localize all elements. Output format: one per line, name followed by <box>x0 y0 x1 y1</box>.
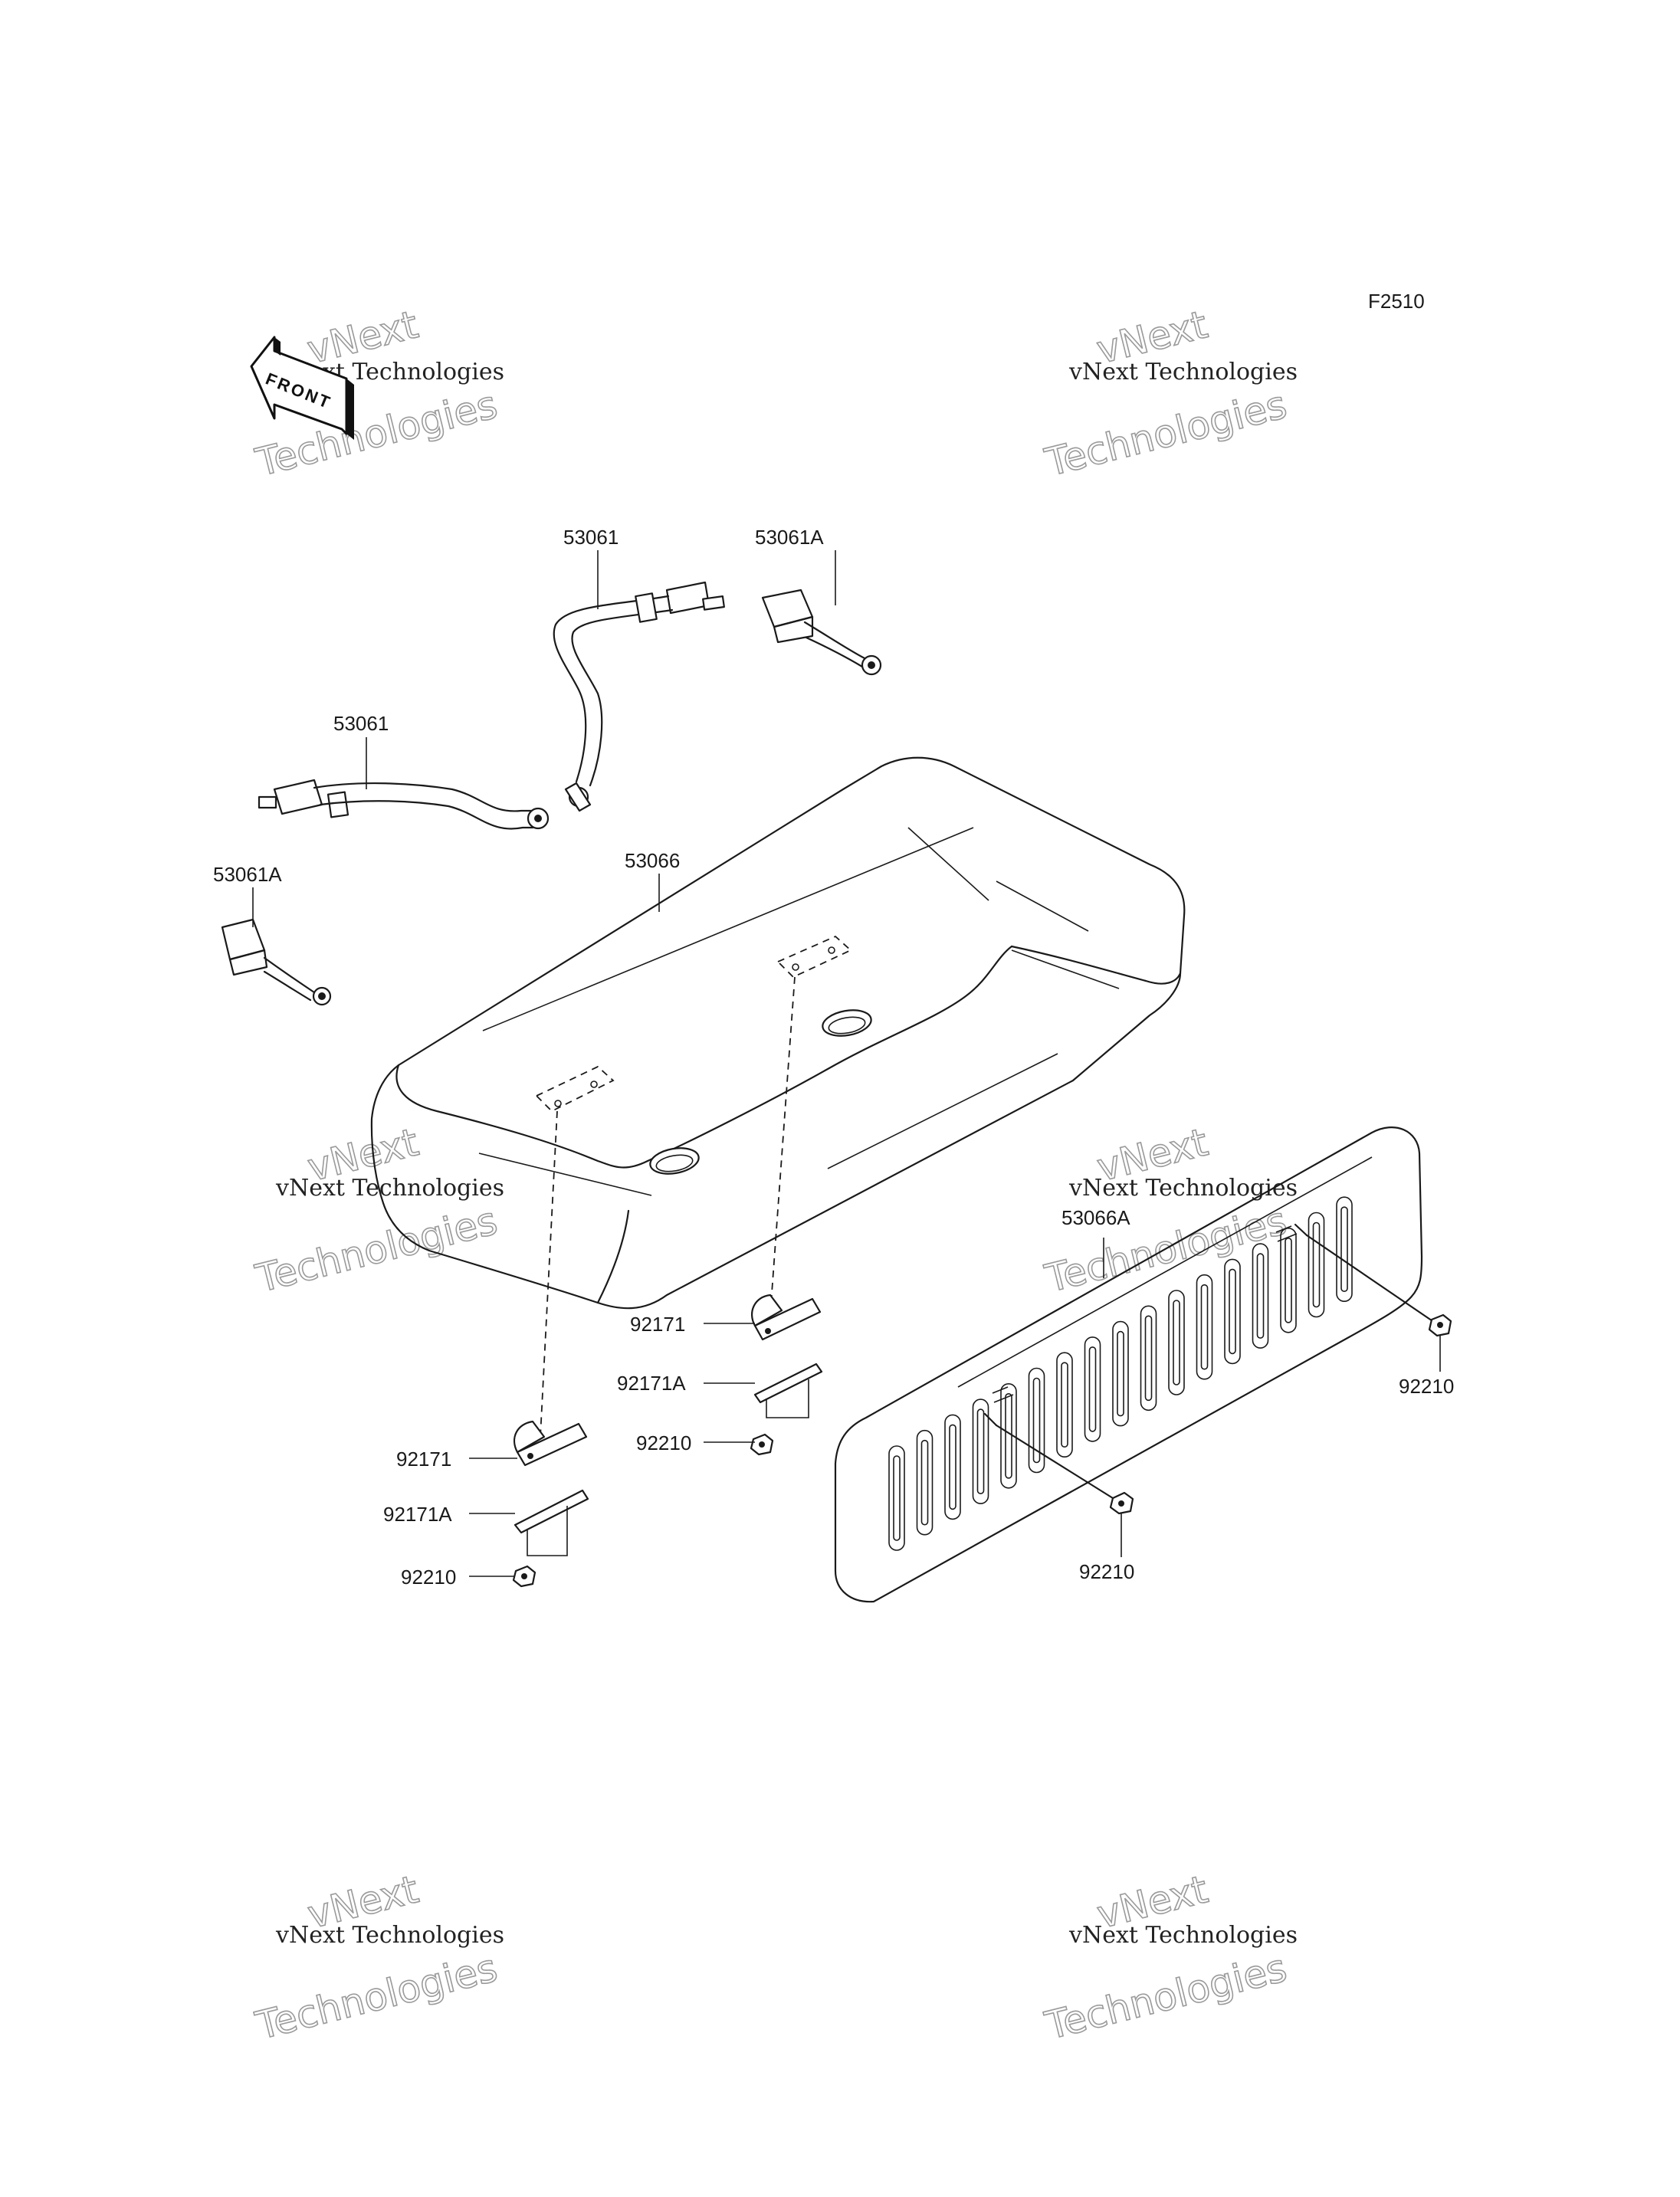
vent-slot <box>1252 1243 1269 1349</box>
vent-slot-inner <box>920 1439 929 1526</box>
vent-slot-inner <box>1340 1206 1348 1292</box>
leader-dashed <box>769 976 796 1315</box>
vent-slot <box>916 1429 934 1536</box>
front-arrow-icon: FRONT <box>250 336 354 440</box>
vent-slot-inner <box>949 1424 956 1510</box>
watermark-line: vNext Technologies <box>1068 1175 1298 1202</box>
nut-92210-left <box>512 1565 536 1588</box>
buckle-upper <box>761 589 882 676</box>
vent-slot-inner <box>1032 1377 1041 1464</box>
watermark-line: vNext Technologies <box>1068 1922 1298 1949</box>
vent-slot <box>1224 1258 1241 1365</box>
vent-slot-inner <box>976 1408 985 1494</box>
label-bracket-center: 92171 <box>630 1313 685 1336</box>
vent-slot-inner <box>1117 1330 1124 1417</box>
vent-slot <box>972 1399 989 1504</box>
label-nut-back-center: 92210 <box>1079 1560 1134 1583</box>
vent-slot <box>1168 1290 1185 1395</box>
label-seat-cushion: 53066 <box>625 849 680 872</box>
leader-lines <box>252 550 1441 1577</box>
nut-92210-center <box>750 1433 774 1456</box>
label-nut-left: 92210 <box>401 1566 456 1589</box>
label-seat-back: 53066A <box>1061 1206 1130 1229</box>
nut-92210-back-center <box>1109 1491 1134 1515</box>
vent-slot-inner <box>1312 1221 1321 1308</box>
vent-slot-inner <box>1061 1362 1068 1448</box>
vent-slot <box>1308 1212 1325 1318</box>
watermark-tech: Technologies <box>1041 382 1291 485</box>
watermark-line: vNext Technologies <box>275 1175 504 1202</box>
vent-slot-inner <box>1256 1253 1265 1339</box>
seat-cushion <box>370 756 1186 1310</box>
leader-dashed <box>540 1110 558 1438</box>
seat-belt-upper <box>553 581 725 812</box>
seat-back <box>834 1126 1441 1603</box>
seat-belt-left <box>258 779 550 830</box>
vent-slot <box>1056 1352 1073 1458</box>
label-nut-center: 92210 <box>636 1431 691 1454</box>
bracket-92171A-center <box>753 1362 823 1418</box>
bracket-92171-left <box>513 1420 588 1467</box>
watermark-line: vNext Technologies <box>275 1922 504 1949</box>
vent-slot-inner <box>1285 1238 1292 1323</box>
label-belt-upper: 53061 <box>563 526 619 549</box>
vent-slot <box>944 1414 961 1520</box>
watermark-mid-left: vNext vNext Technologies Technologies <box>251 1120 504 1302</box>
figure-code: F2510 <box>1368 290 1425 313</box>
watermark-top-right: vNext vNext Technologies Technologies <box>1040 302 1298 486</box>
vent-slot <box>1028 1367 1045 1474</box>
nut-92210-back-right <box>1428 1313 1452 1337</box>
vent-slot <box>1336 1196 1353 1302</box>
vent-slot <box>1196 1274 1213 1380</box>
bracket-92171A-left <box>514 1489 589 1556</box>
vent-slot-inner <box>1200 1284 1209 1370</box>
bracket-92171-center <box>750 1294 822 1341</box>
label-nut-back-right: 92210 <box>1399 1375 1454 1398</box>
watermark-tech: Technologies <box>251 1199 502 1301</box>
label-belt-left: 53061 <box>333 712 389 735</box>
label-buckle-upper: 53061A <box>755 526 824 549</box>
vent-slot-inner <box>1088 1346 1097 1432</box>
label-bracket-left: 92171 <box>396 1448 451 1471</box>
watermark-line: vNext Technologies <box>1068 359 1298 385</box>
watermark-tech: Technologies <box>251 1946 502 2048</box>
vent-slot <box>1280 1228 1297 1333</box>
watermark-bottom-left: vNext vNext Technologies Technologies <box>251 1867 504 2049</box>
vent-slot-inner <box>1173 1300 1180 1385</box>
vent-slot-inner <box>1005 1393 1012 1479</box>
vent-slot <box>1140 1305 1157 1412</box>
label-bracket-left-a: 92171A <box>383 1503 452 1526</box>
vent-slot-inner <box>1144 1315 1153 1402</box>
buckle-left <box>221 918 332 1006</box>
label-bracket-center-a: 92171A <box>617 1372 686 1395</box>
label-buckle-left: 53061A <box>213 863 282 886</box>
watermark-bottom-right: vNext vNext Technologies Technologies <box>1040 1867 1298 2049</box>
vent-slot-inner <box>1229 1268 1236 1355</box>
vent-slot <box>888 1445 905 1551</box>
vent-slot <box>1000 1383 1017 1489</box>
vent-slot <box>1112 1320 1129 1427</box>
watermark-tech: Technologies <box>1041 1946 1291 2048</box>
vent-slot-inner <box>893 1455 901 1541</box>
vent-slot <box>1084 1336 1101 1442</box>
